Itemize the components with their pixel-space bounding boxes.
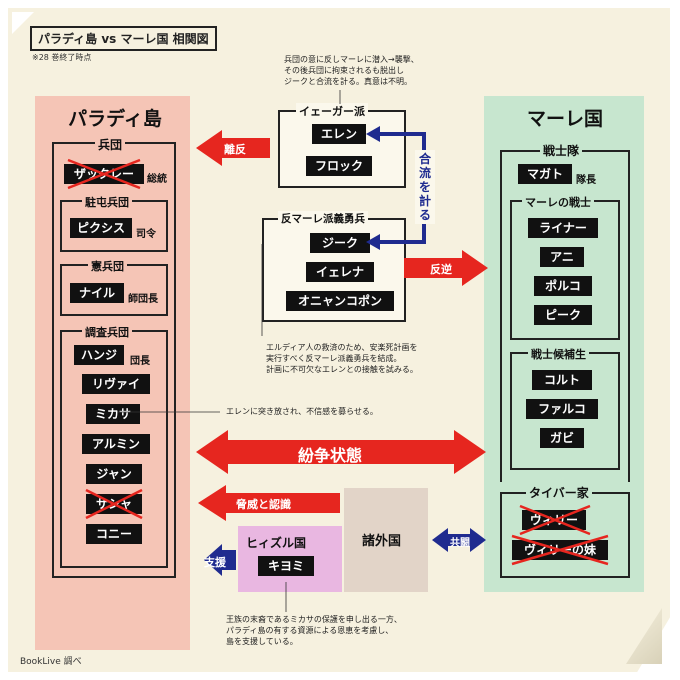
zeke-name: ジーク [310,233,370,253]
mp-label: 憲兵団 [88,258,127,274]
warriors-label: 戦士隊 [540,142,583,159]
nile-role: 師団長 [128,294,158,305]
other-nations-zone [344,488,428,592]
marley-title: マーレ国 [526,108,603,130]
yelena-name: イェレナ [306,262,374,282]
betrayal-label: 反逆 [430,263,452,276]
warrior-2: ポルコ [534,276,592,296]
deceased-cross-zackly [67,158,141,190]
survey-member-2: ミカサ [86,404,140,424]
threat-label: 脅威と認識 [236,498,291,511]
threat-arrow [198,485,340,521]
paradis-title: パラディ島 [68,108,162,130]
survey-label: 調査兵団 [82,324,132,340]
nile-name: ナイル [70,283,124,303]
support-arrow [204,544,236,576]
conflict-label: 紛争状態 [298,446,363,465]
floch-name: フロック [306,156,372,176]
betrayal-arrow [404,250,488,286]
anti-marley-note: エルディア人の救済のため、安楽死計画を 実行すべく反マーレ派義勇兵を結成。 計画… [266,343,418,374]
other-nations-label: 諸外国 [362,534,402,549]
garrison-label: 駐屯兵団 [82,194,132,210]
candidate-2: ガビ [540,428,584,448]
anti-marley-label: 反マーレ派義勇兵 [278,211,368,226]
survey-member-3: アルミン [82,434,150,454]
pixis-name: ピクシス [70,218,132,238]
support-label: 支援 [204,556,226,569]
tybur-label: タイバー家 [526,484,592,501]
candidate-0: コルト [532,370,592,390]
hange-role: 団長 [130,356,150,367]
candidate-1: ファルコ [526,399,598,419]
hizuru-label: ヒィズル国 [246,536,307,550]
page-title: パラディ島 vs マーレ国 相関図 [30,26,217,51]
onyankopon-name: オニャンコポン [286,291,394,311]
rebellion-arrow [196,130,270,166]
eren-name: エレン [312,124,366,144]
yeagerist-note: 兵団の意に反しマーレに潜入→襲撃、 その後兵団に拘束されるも脱出し ジークと合流… [284,55,419,86]
fight-label: 共闘 [450,538,470,549]
kiyomi-name: キヨミ [258,556,314,576]
deceased-cross-willy [519,504,591,536]
deceased-cross-sasha [85,488,143,520]
survey-member-4: ジャン [86,464,142,484]
rebellion-label: 離反 [224,143,246,156]
joint-label: 合流を計る [418,152,431,222]
fight-arrow [432,528,486,552]
magath-role: 隊長 [576,175,596,186]
magath-name: マガト [518,164,572,184]
survey-member-1: リヴァイ [82,374,150,394]
zackly-role: 総統 [147,174,167,185]
heidan-label: 兵団 [95,136,126,153]
warrior-1: アニ [540,247,584,267]
survey-member-0: ハンジ [74,345,124,365]
warrior-0: ライナー [528,218,598,238]
warriors-sub-label: マーレの戦士 [522,194,594,210]
candidates-label: 戦士候補生 [528,346,589,362]
warrior-3: ピーク [534,305,592,325]
yeagerists-label: イェーガー派 [296,103,368,119]
credit: BookLive 調べ [20,657,82,667]
mikasa-note: エレンに突き放され、不信感を募らせる。 [226,407,378,416]
corner-cut [12,12,34,34]
deceased-cross-willy-sister [511,534,609,566]
subtitle: ※28 巻終了時点 [32,53,92,62]
survey-member-6: コニー [86,524,142,544]
pixis-role: 司令 [136,229,156,240]
conflict-arrow [196,430,486,474]
hizuru-note: 王族の末裔であるミカサの保護を申し出る一方、 パラディ島の有する資源による恩恵を… [226,615,402,646]
